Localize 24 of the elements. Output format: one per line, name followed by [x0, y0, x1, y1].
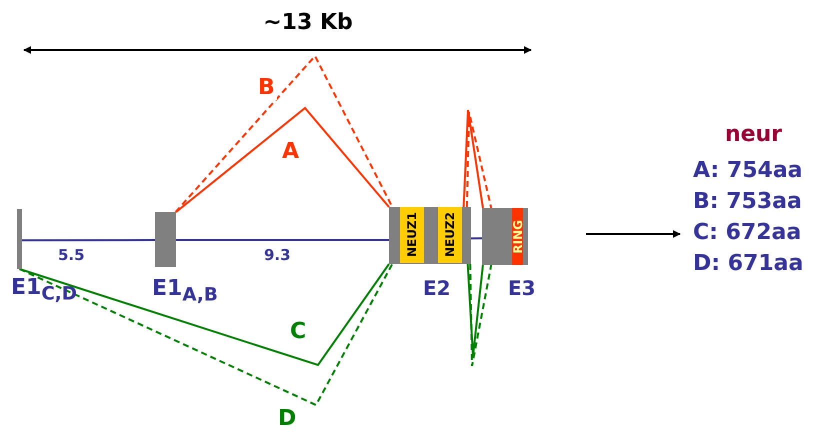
splice-line — [175, 106, 390, 213]
isoform-length: C: 672aa — [693, 222, 802, 244]
exon-label: E1$_{C,D}$ — [11, 277, 77, 304]
intron-line — [470, 237, 482, 240]
gene-name: neur — [724, 124, 784, 146]
exon-label: E3 — [508, 278, 536, 298]
exon-label: E1$_{A,B}$ — [152, 278, 218, 305]
arrow — [586, 230, 681, 238]
domain-block: RING — [512, 208, 523, 265]
splice-line — [466, 111, 492, 208]
isoform-length: A: 754aa — [693, 160, 804, 182]
domain-block: NEUZ1 — [400, 207, 424, 263]
splice-line — [174, 54, 394, 213]
splice-line — [19, 264, 394, 406]
isoform-length: D: 671aa — [693, 253, 804, 275]
intron-line — [22, 239, 155, 242]
intron-line — [176, 239, 389, 242]
exon-label: E2 — [423, 278, 451, 298]
splice-line — [462, 109, 484, 208]
isoform-length: B: 753aa — [693, 191, 803, 213]
length-label: ~13 Kb — [262, 12, 354, 34]
splice-line — [469, 264, 492, 367]
splice-line — [466, 264, 484, 357]
domain-block: NEUZ2 — [438, 207, 462, 263]
